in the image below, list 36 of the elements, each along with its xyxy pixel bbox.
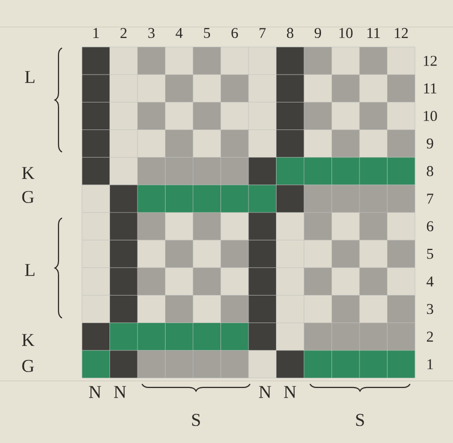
number-label: 1 <box>428 359 433 370</box>
letter-label: K <box>22 167 34 179</box>
letter-label: L <box>25 71 34 83</box>
letter-label: N <box>259 386 272 398</box>
number-label: 11 <box>424 83 436 94</box>
number-label: 8 <box>426 166 434 176</box>
number-label: 2 <box>120 28 127 38</box>
number-label: 4 <box>176 28 183 38</box>
number-label: 12 <box>424 56 437 66</box>
number-label: 10 <box>339 28 353 38</box>
letter-label: L <box>25 264 34 276</box>
number-label: 3 <box>426 304 434 314</box>
number-label: 10 <box>424 110 437 121</box>
letter-label: S <box>356 414 364 426</box>
number-label: 4 <box>426 276 434 286</box>
number-label: 11 <box>367 28 380 38</box>
number-label: 5 <box>204 28 210 38</box>
number-label: 12 <box>394 28 408 38</box>
number-label: 7 <box>427 194 434 204</box>
number-label: 9 <box>314 28 322 38</box>
number-label: 2 <box>426 332 433 342</box>
letter-label: N <box>89 386 102 398</box>
letter-label: N <box>284 386 296 398</box>
letter-label: G <box>22 190 34 204</box>
number-label: 8 <box>286 28 294 38</box>
number-label: 7 <box>260 28 266 38</box>
letter-label: K <box>22 334 34 346</box>
letter-label: G <box>22 360 34 372</box>
letter-label: N <box>114 386 126 398</box>
number-label: 3 <box>148 28 155 38</box>
number-label: 6 <box>232 28 238 38</box>
number-label: 5 <box>427 248 434 259</box>
number-label: 9 <box>426 138 434 149</box>
number-label: 1 <box>93 28 99 38</box>
number-label: 6 <box>426 221 434 232</box>
letter-label: S <box>192 414 200 426</box>
